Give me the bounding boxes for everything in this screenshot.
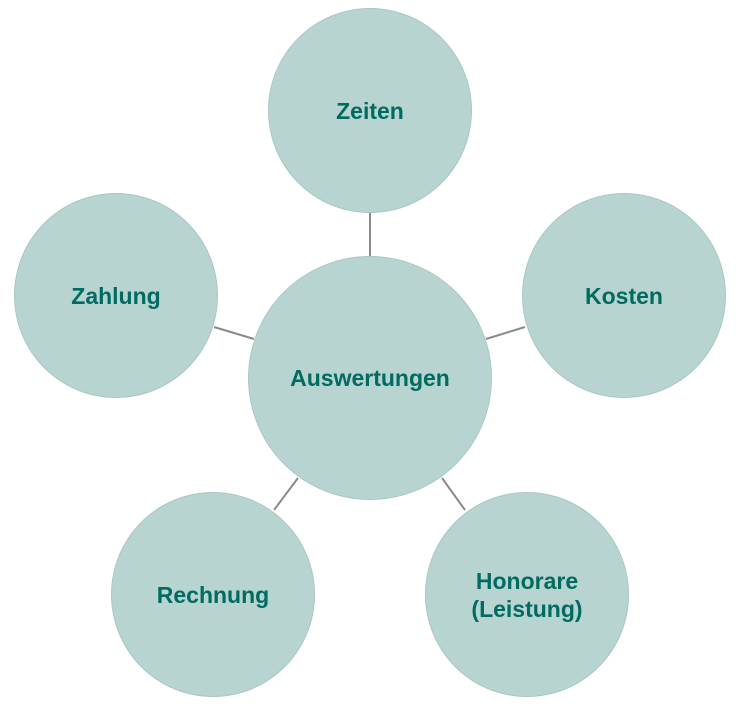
connector-zahlung bbox=[213, 326, 255, 340]
node-label-honorare: Honorare (Leistung) bbox=[471, 567, 583, 622]
node-rechnung[interactable]: Rechnung bbox=[111, 492, 315, 697]
connector-honorare bbox=[441, 477, 466, 511]
node-label-rechnung: Rechnung bbox=[156, 581, 270, 608]
center-node-auswertungen[interactable]: Auswertungen bbox=[248, 256, 492, 500]
node-label-zeiten: Zeiten bbox=[336, 97, 404, 124]
node-honorare[interactable]: Honorare (Leistung) bbox=[425, 492, 629, 697]
connector-kosten bbox=[485, 326, 526, 340]
node-kosten[interactable]: Kosten bbox=[522, 193, 726, 398]
node-label-kosten: Kosten bbox=[585, 282, 663, 309]
connector-rechnung bbox=[273, 477, 299, 511]
node-zahlung[interactable]: Zahlung bbox=[14, 193, 218, 398]
node-zeiten[interactable]: Zeiten bbox=[268, 8, 472, 213]
node-label-zahlung: Zahlung bbox=[71, 282, 161, 309]
center-node-label: Auswertungen bbox=[290, 365, 450, 391]
